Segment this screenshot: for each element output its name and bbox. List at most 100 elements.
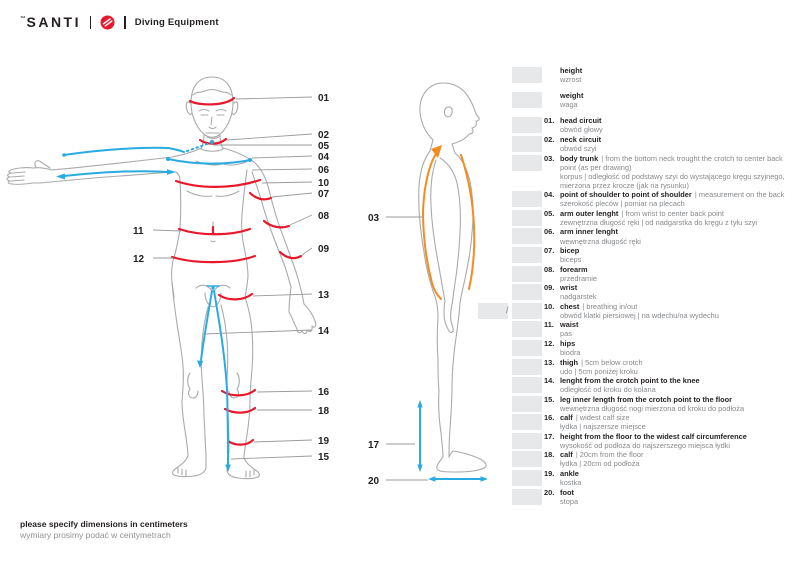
measurement-row-07: 07. bicep biceps bbox=[512, 246, 800, 264]
leg-inner-length-line bbox=[213, 290, 229, 467]
measurement-input-box[interactable] bbox=[512, 265, 542, 282]
product-title: Diving Equipment bbox=[134, 16, 219, 28]
red-measurement-bands bbox=[170, 96, 303, 446]
side-arm bbox=[430, 157, 461, 333]
measurement-desc-en: | 20cm from the floor bbox=[575, 450, 644, 460]
measurement-row-19: 19. ankle kostka bbox=[512, 469, 800, 487]
front-left-hand bbox=[6, 160, 53, 185]
measurement-desc-en: | from the bottom neck trought the crotc… bbox=[560, 153, 783, 172]
thigh-band bbox=[217, 292, 254, 301]
figure-label-13: 13 bbox=[318, 290, 330, 301]
measurement-desc-en: | measurement on the back bbox=[694, 190, 785, 200]
measurement-row-15: 15. leg inner length from the crotch poi… bbox=[512, 395, 800, 413]
front-feet bbox=[172, 452, 260, 480]
measurement-input-box[interactable] bbox=[512, 358, 542, 375]
measurement-input-box[interactable] bbox=[512, 92, 542, 109]
chest-band bbox=[174, 178, 262, 188]
measurement-input-box[interactable] bbox=[512, 209, 542, 226]
head-circuit-band bbox=[188, 96, 236, 106]
crotch-to-knee-line bbox=[200, 290, 213, 361]
trademark-symbol: ™ bbox=[20, 16, 26, 22]
measurement-row-12: 12. hips biodra bbox=[512, 339, 800, 357]
figure-labels: 01 02 05 04 06 10 07 08 09 13 14 16 18 1… bbox=[133, 93, 380, 487]
measurement-input-box[interactable] bbox=[512, 339, 542, 356]
measurement-number: 01. bbox=[544, 116, 555, 126]
front-knees bbox=[187, 372, 240, 399]
figure-label-12: 12 bbox=[133, 254, 145, 265]
measurement-name-en: thigh bbox=[560, 357, 579, 367]
measurement-name-en: lenght from the crotch point to the knee bbox=[560, 376, 700, 386]
arrowhead bbox=[431, 145, 442, 158]
measurement-row-13: 13. thigh | 5cm below crotch udo | 5cm p… bbox=[512, 358, 800, 376]
front-face-features bbox=[198, 109, 227, 139]
body-trunk-line bbox=[421, 145, 476, 300]
measurement-row-08: 08. forearm przedramie bbox=[512, 265, 800, 283]
front-right-hand bbox=[288, 286, 317, 335]
arrowhead bbox=[225, 464, 231, 472]
measurement-name-en: foot bbox=[560, 487, 574, 497]
measurement-number: 04. bbox=[544, 190, 555, 200]
measurement-input-box-inhale[interactable] bbox=[478, 302, 508, 319]
figure-label-17: 17 bbox=[368, 440, 380, 451]
measurement-row-09: 09. wrist nadgarstek bbox=[512, 283, 800, 301]
measurement-input-box[interactable] bbox=[512, 414, 542, 431]
measurement-name-pl: przedramie bbox=[560, 273, 597, 283]
waist-band bbox=[177, 225, 252, 236]
measurement-input-box[interactable] bbox=[512, 451, 542, 468]
measurement-input-box[interactable] bbox=[512, 247, 542, 264]
shoulder-to-shoulder-line bbox=[167, 158, 251, 165]
measurement-number: 13. bbox=[544, 357, 555, 367]
measurement-name-pl: wysokość od podłoża do najszerszego miej… bbox=[560, 440, 731, 450]
measurement-desc-en: | widest calf size bbox=[575, 413, 630, 423]
measurement-input-box[interactable] bbox=[512, 191, 542, 208]
footer-note: please specify dimensions in centimeters… bbox=[20, 519, 188, 540]
measurement-row-20: 20. foot stopa bbox=[512, 488, 800, 506]
measurement-name-en: hips bbox=[560, 338, 576, 348]
measurement-name-en: neck circuit bbox=[560, 134, 602, 144]
arrowhead bbox=[417, 400, 423, 408]
measurement-input-box[interactable] bbox=[512, 67, 542, 83]
measurement-name-en: ankle bbox=[560, 468, 579, 478]
measurement-input-box[interactable] bbox=[512, 302, 542, 319]
measurement-input-box[interactable] bbox=[512, 488, 542, 505]
calf-widest-band bbox=[220, 388, 257, 397]
measurement-input-box[interactable] bbox=[512, 377, 542, 394]
measurement-number: 03. bbox=[544, 153, 555, 163]
footer-note-pl: wymiary prosimy podać w centymetrach bbox=[20, 529, 171, 540]
forearm-band bbox=[262, 219, 291, 229]
front-figure bbox=[6, 76, 317, 480]
front-legs bbox=[171, 281, 254, 459]
measurement-number: 08. bbox=[544, 264, 555, 274]
measurement-input-box[interactable] bbox=[512, 284, 542, 301]
measurement-row-01: 01. head circuit obwód głowy bbox=[512, 116, 800, 134]
measurement-name-en: waist bbox=[560, 320, 579, 330]
measurement-name-pl: szerokość pleców | pomiar na plecach bbox=[560, 199, 685, 209]
measurement-row-03: 03. body trunk | from the bottom neck tr… bbox=[512, 154, 800, 190]
measurement-input-box[interactable] bbox=[512, 228, 542, 245]
measurement-input-box[interactable] bbox=[512, 321, 542, 338]
measurement-name-pl: zewnętrzna długość ręki | od nadgarstka … bbox=[560, 217, 758, 227]
measurement-desc-en: | breathing in/out bbox=[582, 301, 638, 311]
front-chest-details bbox=[186, 160, 249, 243]
measurement-number: 12. bbox=[544, 338, 555, 348]
measurement-desc-en: | 5cm below crotch bbox=[581, 357, 643, 367]
measurement-number: 07. bbox=[544, 246, 555, 256]
measurement-desc-en: | from wrist to center back point bbox=[621, 208, 724, 218]
measurement-input-box[interactable] bbox=[512, 469, 542, 486]
figure-label-15: 15 bbox=[318, 452, 330, 463]
santi-logo-icon bbox=[100, 15, 115, 29]
figure-label-08: 08 bbox=[318, 211, 330, 222]
measurement-input-box[interactable] bbox=[512, 395, 542, 412]
figure-label-14: 14 bbox=[318, 326, 330, 337]
measurement-row-16: 16. calf | widest calf size łydka | najs… bbox=[512, 413, 800, 431]
figure-label-03: 03 bbox=[368, 213, 380, 224]
arrowhead bbox=[428, 476, 436, 482]
measurement-number: 17. bbox=[544, 431, 555, 441]
measurement-input-box[interactable] bbox=[512, 135, 542, 152]
measurement-number: 06. bbox=[544, 227, 555, 237]
measurement-input-box[interactable] bbox=[512, 432, 542, 449]
measurement-name-en: point of shoulder to point of shoulder bbox=[560, 190, 692, 200]
measurement-input-box[interactable] bbox=[512, 117, 542, 134]
measurement-input-box[interactable] bbox=[512, 154, 542, 171]
arm-outer-length-line bbox=[63, 146, 185, 156]
